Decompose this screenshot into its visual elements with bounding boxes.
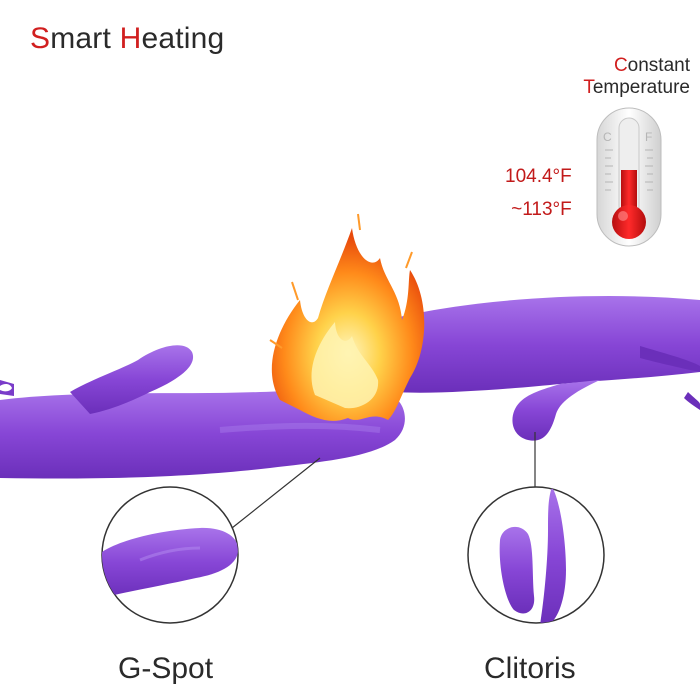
temperature-low: 104.4°F: [505, 166, 572, 187]
constant-cap: C: [613, 55, 628, 76]
product-right: [395, 296, 700, 441]
celsius-label: C: [603, 130, 612, 144]
constant-temperature-label: Constant Temperature: [583, 55, 690, 99]
title-cap-1: S: [30, 22, 51, 55]
title-rest-1: mart: [50, 22, 120, 55]
clitoris-caption: Clitoris: [484, 652, 576, 685]
constant-rest: onstant: [627, 55, 690, 76]
flame-graphic: [269, 213, 425, 421]
temperature-cap: T: [583, 77, 593, 98]
gspot-detail: [101, 486, 239, 624]
temperature-rest: emperature: [592, 77, 690, 98]
title-rest-2: eating: [141, 22, 225, 55]
gspot-caption: G-Spot: [118, 652, 214, 685]
clitoris-detail: [467, 486, 605, 624]
temperature-high: ~113°F: [511, 199, 572, 220]
fahrenheit-label: F: [645, 130, 652, 144]
thermometer-icon: C F: [596, 107, 662, 247]
temperature-range: 104.4°F ~113°F: [505, 160, 572, 226]
title-cap-2: H: [119, 22, 142, 55]
page-title: Smart Heating: [30, 22, 224, 56]
